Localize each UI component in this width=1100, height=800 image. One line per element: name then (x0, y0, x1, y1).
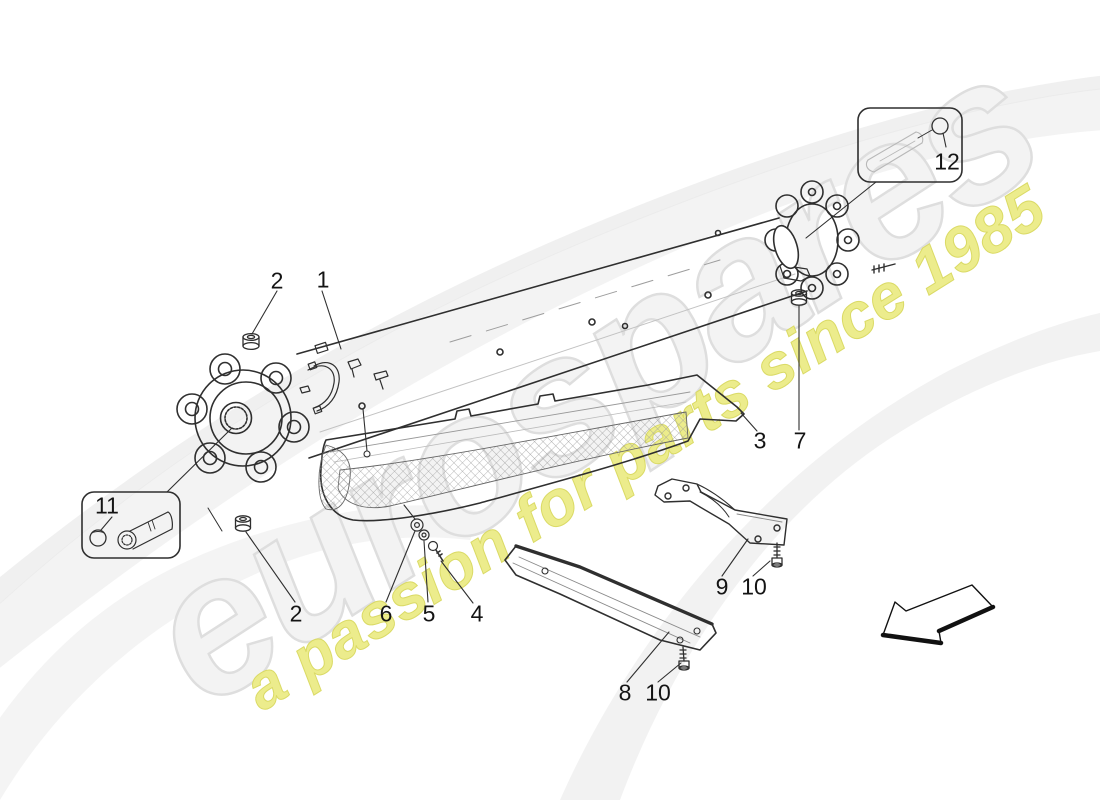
callout-label: 8 (618, 679, 632, 706)
callout-label: 7 (793, 427, 807, 454)
callout-label: 2 (270, 267, 284, 294)
support-bracket (654, 478, 788, 546)
callout-label: 10 (645, 679, 671, 706)
callout-label: 1 (316, 266, 330, 293)
callout-label: 12 (934, 148, 960, 175)
callout-label: 4 (470, 600, 484, 627)
nut-upper (242, 332, 260, 351)
cross-member-bolt-icon (678, 646, 690, 671)
callout-label: 9 (715, 573, 729, 600)
cross-member (504, 544, 717, 651)
callout-label: 2 (289, 600, 303, 627)
callout-label: 11 (95, 492, 119, 519)
bracket-bolt-icon (771, 542, 783, 568)
direction-arrow-icon (880, 584, 996, 646)
callout-label: 3 (753, 427, 767, 454)
callout-label: 5 (422, 600, 436, 627)
callout-label: 6 (379, 600, 393, 627)
cap-plug-icon (89, 529, 107, 547)
callout-label: 10 (741, 573, 767, 600)
